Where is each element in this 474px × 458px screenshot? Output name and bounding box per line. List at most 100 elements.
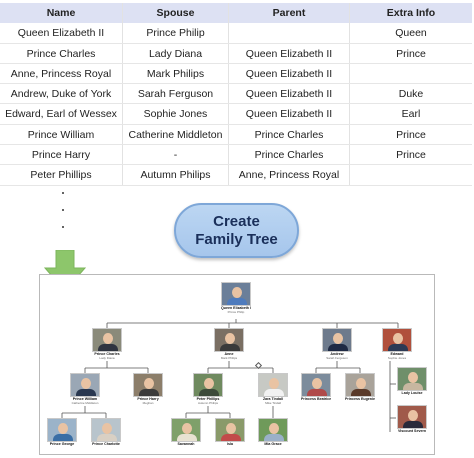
- cell-parent: Queen Elizabeth II: [229, 104, 350, 124]
- node-spouse: Sophie Jones: [387, 356, 407, 360]
- cell-parent: Queen Elizabeth II: [229, 63, 350, 84]
- cell-spouse: Mark Philips: [123, 63, 229, 84]
- table-header: Name Spouse Parent Extra Info: [0, 3, 472, 24]
- portrait-icon: [70, 373, 100, 397]
- button-label-line1: Create: [213, 212, 260, 230]
- cell-parent: Prince Charles: [229, 124, 350, 145]
- node-name: Andrew: [330, 352, 344, 356]
- cell-extra-info: Prince: [396, 47, 426, 60]
- portrait-icon: [397, 367, 427, 391]
- create-family-tree-button[interactable]: Create Family Tree: [174, 203, 299, 258]
- node-name: Queen Elizabeth II: [221, 306, 251, 310]
- table-row: Prince Harry - Prince Charles Prince: [0, 145, 472, 166]
- node-name: Peter Phillips: [196, 397, 220, 401]
- cell-parent: Queen Elizabeth II: [229, 43, 350, 63]
- node-name: Prince Harry: [137, 397, 159, 401]
- portrait-icon: [345, 373, 375, 397]
- tree-node-george[interactable]: Prince George: [47, 418, 77, 447]
- portrait-icon: [258, 373, 288, 397]
- node-name: Viscount Severn: [397, 429, 427, 433]
- cell-extra-info: Prince: [396, 128, 426, 141]
- portrait-icon: [258, 418, 288, 442]
- family-tree-diagram: Queen Elizabeth II Prince Philip Prince …: [39, 274, 435, 455]
- table-row: Prince Charles Lady Diana Queen Elizabet…: [0, 43, 472, 64]
- button-label-line2: Family Tree: [195, 230, 278, 248]
- node-name: Isla: [227, 442, 233, 446]
- header-name: Name: [0, 3, 123, 24]
- tree-node-queen[interactable]: Queen Elizabeth II Prince Philip: [221, 282, 251, 314]
- cell-name: Anne, Princess Royal: [0, 63, 123, 84]
- node-name: Prince Charles: [94, 352, 120, 356]
- portrait-icon: [301, 373, 331, 397]
- portrait-icon: [214, 328, 244, 352]
- cell-parent: [229, 23, 350, 43]
- tree-node-isla[interactable]: Isla: [215, 418, 245, 447]
- cell-name: Peter Phillips: [0, 165, 123, 185]
- tree-node-mia[interactable]: Mia Grace: [258, 418, 288, 447]
- portrait-icon: [322, 328, 352, 352]
- cell-name: Queen Elizabeth II: [0, 23, 123, 43]
- cell-spouse: Catherine Middleton: [123, 124, 229, 145]
- table-row: Queen Elizabeth II Prince Philip Queen: [0, 23, 472, 44]
- tree-node-charlotte[interactable]: Prince Charlotte: [91, 418, 121, 447]
- node-spouse: Catherine Middleton: [71, 401, 99, 405]
- cell-spouse: Sophie Jones: [123, 104, 229, 124]
- table-row: Peter Phillips Autumn Philips Anne, Prin…: [0, 165, 472, 186]
- table-row: Andrew, Duke of York Sarah Ferguson Quee…: [0, 84, 472, 105]
- node-spouse: Sarah Ferguson: [326, 356, 348, 360]
- tree-node-edward[interactable]: Edward Sophie Jones: [382, 328, 412, 360]
- cell-spouse: Autumn Philips: [123, 165, 229, 185]
- tree-node-peter[interactable]: Peter Phillips Autumn Philips: [193, 373, 223, 405]
- header-extra-info: Extra Info: [386, 7, 436, 19]
- node-name: Mia Grace: [264, 442, 282, 446]
- cell-spouse: Prince Philip: [123, 23, 229, 43]
- tree-node-beatrice[interactable]: Princess Beatrice: [301, 373, 331, 402]
- tree-node-james[interactable]: Viscount Severn: [397, 405, 427, 434]
- tree-node-harry[interactable]: Prince Harry Meghan: [133, 373, 163, 405]
- cell-name: Prince Charles: [0, 43, 123, 63]
- cell-extra-info: Queen: [395, 27, 427, 40]
- tree-node-andrew[interactable]: Andrew Sarah Ferguson: [322, 328, 352, 360]
- tree-node-charles[interactable]: Prince Charles Lady Diana: [92, 328, 122, 360]
- node-name: Princess Eugenie: [345, 397, 375, 401]
- cell-name: Edward, Earl of Wessex: [0, 104, 123, 124]
- node-name: Prince William: [72, 397, 98, 401]
- node-spouse: Mike Tindall: [265, 401, 281, 405]
- node-name: Lady Louise: [401, 391, 423, 395]
- cell-parent: Prince Charles: [229, 145, 350, 165]
- header-spouse: Spouse: [123, 3, 229, 24]
- tree-node-louise[interactable]: Lady Louise: [397, 367, 427, 396]
- cell-parent: Queen Elizabeth II: [229, 84, 350, 104]
- table-row: Edward, Earl of Wessex Sophie Jones Quee…: [0, 104, 472, 125]
- cell-name: Prince Harry: [0, 145, 123, 165]
- portrait-icon: [92, 328, 122, 352]
- portrait-icon: [221, 282, 251, 306]
- continuation-dots: [62, 192, 68, 243]
- cell-name: Andrew, Duke of York: [0, 84, 123, 104]
- node-name: Savannah: [177, 442, 195, 446]
- cell-extra-info: Earl: [401, 108, 421, 121]
- node-spouse: Mark Philips: [220, 356, 238, 360]
- tree-node-savannah[interactable]: Savannah: [171, 418, 201, 447]
- node-name: Edward: [390, 352, 404, 356]
- portrait-icon: [382, 328, 412, 352]
- table-row: Prince William Catherine Middleton Princ…: [0, 124, 472, 146]
- tree-node-anne[interactable]: Anne Mark Philips: [214, 328, 244, 360]
- node-name: Anne: [224, 352, 234, 356]
- cell-parent: Anne, Princess Royal: [229, 165, 350, 185]
- node-spouse: Prince Philip: [227, 310, 245, 314]
- node-spouse: Autumn Philips: [197, 401, 218, 405]
- cell-spouse: Lady Diana: [123, 43, 229, 63]
- node-spouse: Meghan: [142, 401, 154, 405]
- header-parent: Parent: [229, 3, 350, 24]
- cell-extra-info: [350, 64, 472, 83]
- tree-node-william[interactable]: Prince William Catherine Middleton: [70, 373, 100, 405]
- node-name: Zara Tindall: [262, 397, 284, 401]
- portrait-icon: [133, 373, 163, 397]
- portrait-icon: [193, 373, 223, 397]
- tree-node-zara[interactable]: Zara Tindall Mike Tindall: [258, 373, 288, 405]
- family-data-table: Name Spouse Parent Extra Info Queen Eliz…: [0, 3, 472, 186]
- portrait-icon: [91, 418, 121, 442]
- cell-spouse: Sarah Ferguson: [123, 84, 229, 104]
- tree-node-eugenie[interactable]: Princess Eugenie: [345, 373, 375, 402]
